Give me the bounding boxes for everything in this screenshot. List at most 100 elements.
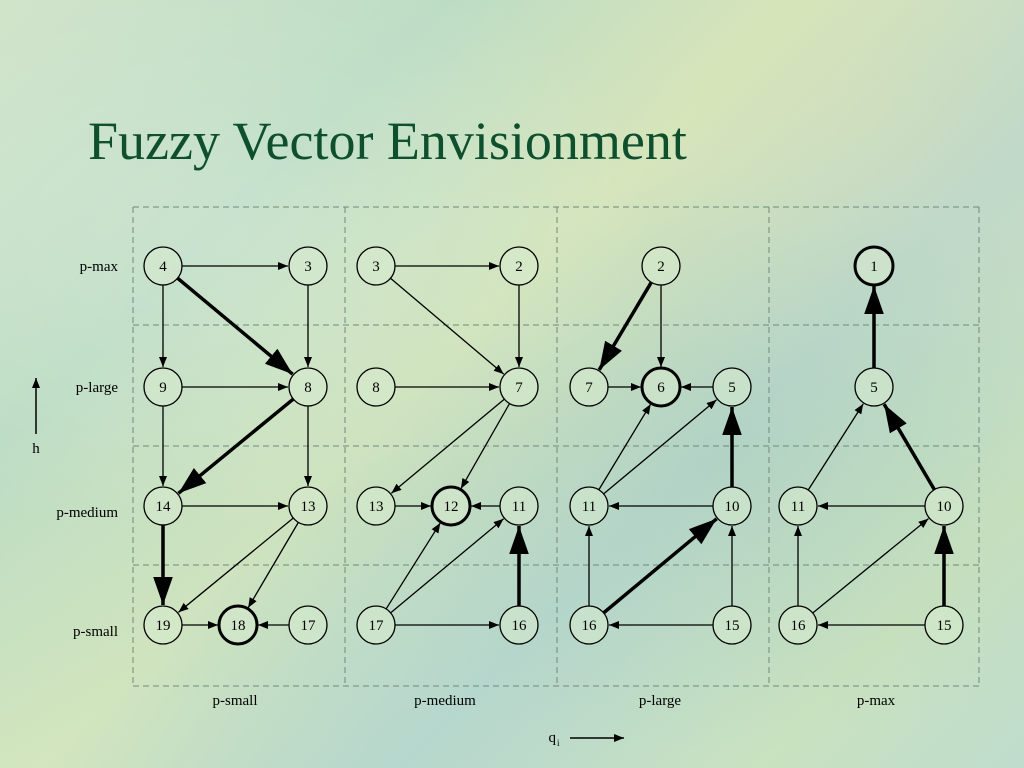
row-label-p-small: p-small: [73, 624, 118, 640]
edge-p-medium-7-to-12: [460, 403, 511, 489]
node-circle: [640, 366, 682, 408]
node-p-small-4: 4: [143, 246, 183, 286]
node-circle: [356, 246, 396, 286]
node-circle: [854, 367, 894, 407]
node-p-small-17: 17: [288, 605, 328, 645]
node-p-max-15: 15: [924, 605, 964, 645]
node-label: 9: [159, 380, 167, 396]
node-circle: [569, 605, 609, 645]
page-title: Fuzzy Vector Envisionment: [88, 111, 687, 171]
node-circle: [143, 246, 183, 286]
node-circle: [712, 367, 752, 407]
node-circle: [778, 605, 818, 645]
node-label: 10: [937, 499, 952, 515]
node-label: 8: [372, 380, 380, 396]
node-circle: [143, 486, 183, 526]
node-label: 2: [657, 259, 665, 275]
node-label: 2: [515, 259, 523, 275]
edge-p-max-11-to-5: [807, 403, 864, 491]
node-label: 17: [301, 618, 317, 634]
edge-p-small-4-to-8: [176, 276, 294, 376]
edge-p-large-11-to-6: [598, 403, 652, 491]
node-p-small-19: 19: [143, 605, 183, 645]
node-label: 7: [585, 380, 593, 396]
node-p-small-14: 14: [143, 486, 183, 526]
node-label: 16: [582, 618, 598, 634]
node-circle: [356, 367, 396, 407]
edge-p-large-2-to-7: [597, 281, 653, 371]
edge-p-medium-7-to-13: [390, 398, 505, 494]
node-p-small-18: 18: [217, 604, 259, 646]
node-p-max-16: 16: [778, 605, 818, 645]
node-label: 5: [728, 380, 736, 396]
node-label: 11: [582, 499, 596, 515]
node-label: 13: [369, 499, 384, 515]
node-circle: [712, 605, 752, 645]
node-label: 11: [791, 499, 805, 515]
node-label: 14: [156, 499, 172, 515]
column-label-p-small: p-small: [213, 693, 258, 709]
edge-p-small-13-to-19: [178, 517, 294, 613]
edge-p-max-16-to-10: [812, 518, 929, 614]
row-label-p-large: p-large: [76, 380, 119, 396]
edge-p-medium-3-to-7: [390, 277, 505, 375]
node-p-small-13: 13: [288, 486, 328, 526]
node-p-large-11: 11: [569, 486, 609, 526]
node-circle: [288, 246, 328, 286]
node-label: 11: [512, 499, 526, 515]
node-p-medium-8: 8: [356, 367, 396, 407]
node-circle: [143, 367, 183, 407]
node-label: 19: [156, 618, 171, 634]
node-label: 5: [870, 380, 878, 396]
node-p-max-11: 11: [778, 486, 818, 526]
node-label: 6: [657, 380, 665, 396]
edge-p-large-16-to-10: [602, 517, 718, 615]
node-label: 16: [512, 618, 528, 634]
node-circle: [712, 486, 752, 526]
node-p-large-16: 16: [569, 605, 609, 645]
node-label: 7: [515, 380, 523, 396]
axis-arrows: [32, 378, 624, 742]
node-p-medium-12: 12: [430, 485, 472, 527]
node-label: 4: [159, 259, 167, 275]
node-label: 15: [937, 618, 952, 634]
edge-p-medium-17-to-12: [385, 522, 441, 610]
node-circle: [430, 485, 472, 527]
node-circle: [569, 367, 609, 407]
node-p-large-6: 6: [640, 366, 682, 408]
column-label-p-medium: p-medium: [414, 693, 476, 709]
row-label-p-max: p-max: [80, 259, 119, 275]
node-circle: [217, 604, 259, 646]
node-label: 10: [725, 499, 740, 515]
edge-p-large-11-to-5: [603, 399, 718, 495]
node-p-medium-17: 17: [356, 605, 396, 645]
node-p-medium-3: 3: [356, 246, 396, 286]
node-p-max-5: 5: [854, 367, 894, 407]
node-circle: [569, 486, 609, 526]
node-circle: [499, 367, 539, 407]
node-p-large-10: 10: [712, 486, 752, 526]
node-p-max-1: 1: [853, 245, 895, 287]
node-label: 17: [369, 618, 385, 634]
node-label: 13: [301, 499, 316, 515]
horizontal-axis-subscript: i: [557, 738, 560, 748]
node-p-medium-16: 16: [499, 605, 539, 645]
node-circle: [499, 605, 539, 645]
node-circle: [499, 486, 539, 526]
node-circle: [288, 367, 328, 407]
node-circle: [853, 245, 895, 287]
vertical-axis-label: h: [32, 441, 40, 457]
node-label: 8: [304, 380, 312, 396]
node-label: 1: [870, 259, 878, 275]
node-p-large-5: 5: [712, 367, 752, 407]
node-p-large-7: 7: [569, 367, 609, 407]
column-label-p-max: p-max: [857, 693, 896, 709]
node-label: 18: [231, 618, 246, 634]
edge-p-max-10-to-5: [882, 403, 936, 491]
node-label: 16: [791, 618, 807, 634]
grid-lines: [132, 206, 980, 687]
node-p-medium-11: 11: [499, 486, 539, 526]
